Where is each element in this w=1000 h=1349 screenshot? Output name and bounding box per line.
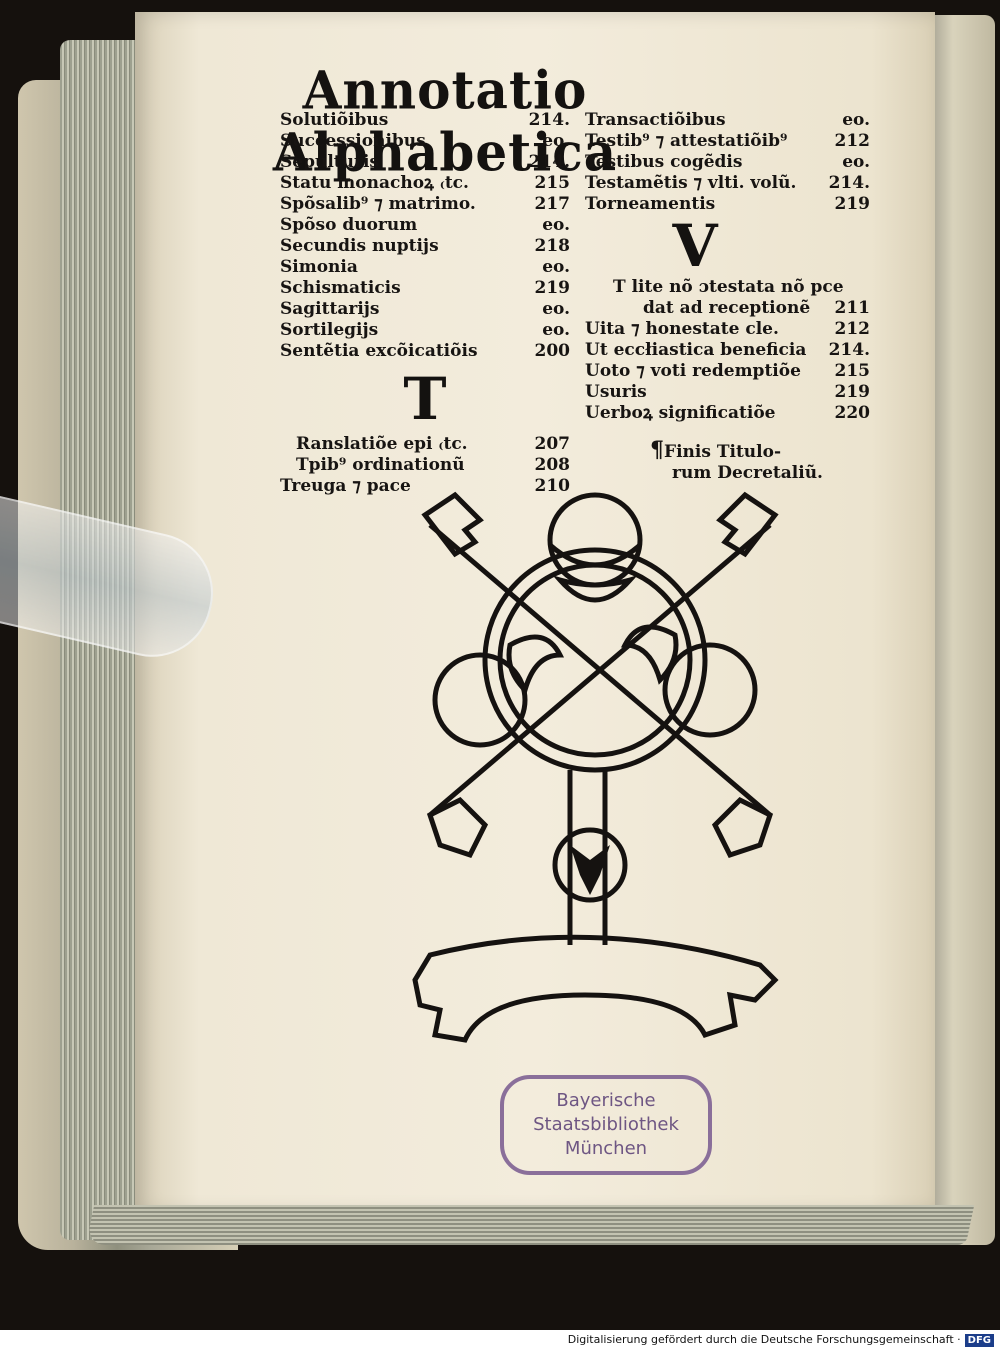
list-item: Testamẽtis ⁊ vlti. volũ.214. (585, 173, 870, 193)
book-cover-right (925, 15, 995, 1245)
list-item: T lite nõ ɔtestata nõ pce (613, 277, 844, 297)
section-letter-v: V (672, 212, 718, 280)
printers-device-woodcut (412, 491, 779, 1043)
list-item: Uita ⁊ honestate cle.212 (585, 319, 870, 339)
list-item: Ranslatiõe epi ₍tc.207 (296, 434, 570, 454)
page-title: Annotatio Alphabetica (272, 58, 618, 183)
finis-note: ¶Finis Titulo- rum Decretaliũ. (650, 437, 823, 483)
dfg-logo-icon: DFG (964, 1334, 994, 1347)
page-stack-bottom (85, 1205, 975, 1245)
list-item: Spõsalib⁹ ⁊ matrimo.217 (280, 194, 570, 214)
section-letter-t: T (403, 365, 447, 433)
footer-credit: Digitalisierung gefördert durch die Deut… (0, 1330, 1000, 1349)
pilcrow-icon: ¶ (650, 437, 664, 463)
list-item: Statu monachoꝝ ₍tc.215 (280, 173, 570, 193)
library-stamp: Bayerische Staatsbibliothek München (500, 1075, 712, 1175)
